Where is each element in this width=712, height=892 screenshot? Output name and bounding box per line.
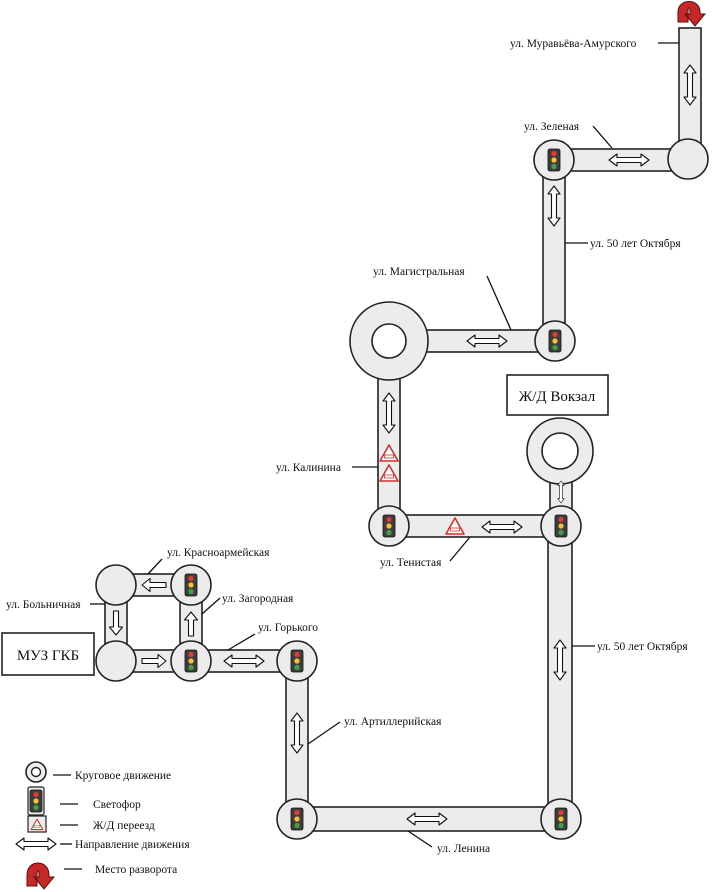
junctions <box>95 138 709 840</box>
leader-line <box>201 597 221 615</box>
road-network <box>104 27 702 832</box>
two-way-arrow-icon <box>15 837 57 851</box>
street-label-muravyova: ул. Муравьёва-Амурского <box>510 38 637 50</box>
leader-line <box>227 633 256 651</box>
u-turn-icon <box>26 862 56 890</box>
legend-label-direction: Направление движения <box>75 839 190 851</box>
legend-label-u-turn: Место разворота <box>95 864 177 876</box>
legend-label-traffic-light: Светофор <box>93 799 141 811</box>
traffic-light-icon <box>184 649 198 673</box>
station-label: Ж/Д Вокзал <box>519 389 596 405</box>
legend-item-direction: Направление движения <box>15 837 190 851</box>
u-turn-icon <box>677 1 707 27</box>
traffic-light-icon <box>290 649 304 673</box>
leader-line <box>592 125 613 149</box>
junction-krasnoarmeyskaya-bolnichnaya <box>95 564 137 606</box>
direction-arrows <box>108 64 697 826</box>
street-label-artilleriyskaya: ул. Артиллерийская <box>344 716 442 728</box>
legend: Круговое движение Светофор Ж/Д переезд Н… <box>15 761 190 890</box>
street-label-zagorodnaya: ул. Загородная <box>222 593 294 605</box>
traffic-light-icon <box>548 329 562 353</box>
legend-item-traffic-light: Светофор <box>27 786 141 816</box>
legend-label-roundabout: Круговое движение <box>75 770 171 782</box>
traffic-light-icon <box>554 807 568 831</box>
street-label-50-let-oktyabrya-top: ул. 50 лет Октября <box>590 238 681 250</box>
street-label-magistralnaya: ул. Магистральная <box>373 266 465 278</box>
street-label-zelenaya: ул. Зеленая <box>524 121 580 133</box>
roundabout-muravyova <box>667 138 709 180</box>
legend-item-roundabout: Круговое движение <box>25 761 171 783</box>
traffic-light-icon <box>29 789 43 813</box>
leader-line <box>407 830 433 848</box>
traffic-light-icon <box>382 514 396 538</box>
street-label-kalinina: ул. Калинина <box>276 462 341 474</box>
legend-item-u-turn: Место разворота <box>26 862 177 890</box>
street-label-50-let-oktyabrya-right: ул. 50 лет Октября <box>597 641 688 653</box>
street-label-lenina: ул. Ленина <box>437 843 490 855</box>
roundabout-magistralnaya-island <box>371 323 407 359</box>
leader-line <box>147 558 163 575</box>
leader-line <box>307 721 341 745</box>
hospital-label: МУЗ ГКБ <box>17 648 79 664</box>
legend-label-railway-crossing: Ж/Д переезд <box>93 820 155 832</box>
traffic-light-icon <box>184 573 198 597</box>
street-label-tenistaya: ул. Тенистая <box>380 557 442 569</box>
street-label-gorkogo: ул. Горького <box>258 622 318 634</box>
junction-hospital <box>95 640 137 682</box>
traffic-light-icon <box>547 148 561 172</box>
legend-item-railway-crossing: Ж/Д переезд <box>27 815 155 833</box>
road-tenistaya <box>388 514 562 538</box>
street-label-bolnichnaya: ул. Больничная <box>6 599 81 611</box>
traffic-light-icon <box>290 807 304 831</box>
leader-line <box>449 536 471 562</box>
roundabout-station-island <box>541 432 579 470</box>
hospital-box: МУЗ ГКБ <box>1 632 95 676</box>
street-label-krasnoarmeyskaya: ул. Красноармейская <box>167 547 270 559</box>
station-box: Ж/Д Вокзал <box>506 374 609 416</box>
traffic-light-icon <box>554 514 568 538</box>
leader-line <box>486 275 512 331</box>
street-labels: ул. Муравьёва-Амурского ул. Зеленая ул. … <box>6 38 688 855</box>
